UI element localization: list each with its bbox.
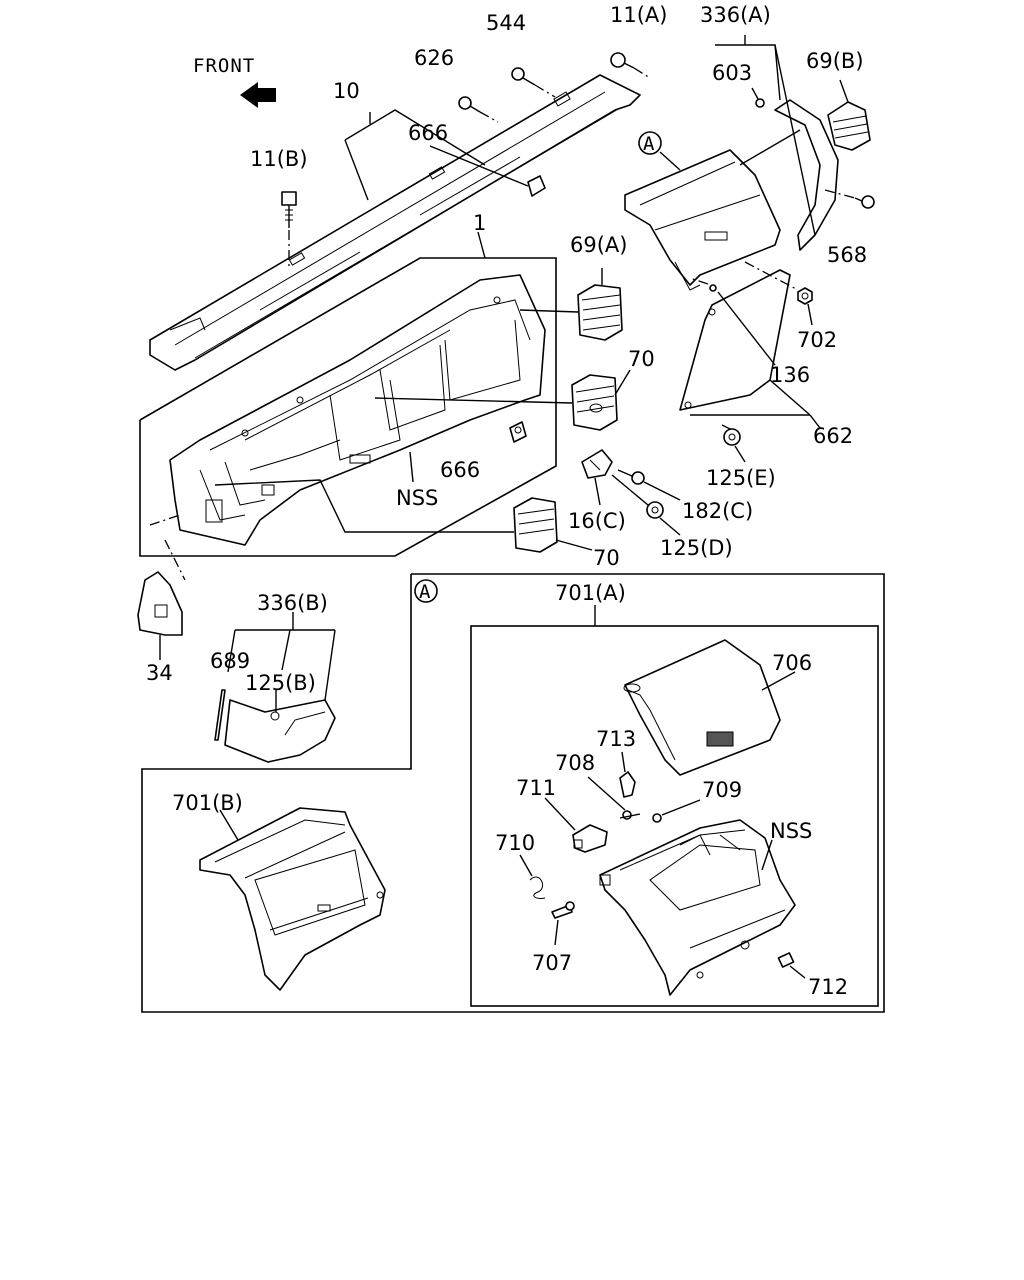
label-125d: 125(D) [660, 536, 733, 560]
glove-box-callout-part [624, 149, 781, 291]
label-709: 709 [702, 778, 742, 802]
clip-666-lower-icon [509, 421, 527, 443]
screw-182c-icon [617, 469, 645, 485]
callout-a-detail-boundary [141, 573, 885, 1013]
label-568: 568 [827, 243, 867, 267]
label-34: 34 [146, 661, 173, 685]
label-136: 136 [770, 363, 810, 387]
label-nss-dash: NSS [396, 486, 438, 510]
label-1: 1 [473, 211, 486, 235]
label-nss-glovebox: NSS [770, 819, 812, 843]
label-11a: 11(A) [610, 3, 667, 27]
spring-710-icon [529, 876, 546, 899]
front-label: FRONT [193, 55, 255, 77]
label-336a: 336(A) [700, 3, 771, 27]
screw-708-icon [619, 810, 641, 820]
side-panel-336a-part [774, 99, 839, 251]
screw-626-icon [458, 96, 481, 113]
glove-box-body-nss-part [599, 819, 796, 996]
label-711: 711 [516, 776, 556, 800]
strip-689-part [214, 689, 226, 741]
screw-568-icon [854, 195, 875, 209]
label-182c: 182(C) [682, 499, 753, 523]
nut-702-icon [797, 287, 813, 305]
lower-cover-336b-part [224, 699, 336, 763]
label-603: 603 [712, 61, 752, 85]
svg-text:A: A [419, 581, 431, 603]
side-cap-34-part [137, 571, 183, 636]
label-689: 689 [210, 649, 250, 673]
actuator-711-part [572, 824, 608, 853]
fastener-125e-icon [723, 428, 741, 446]
label-125b: 125(B) [245, 671, 316, 695]
dashboard-assembly-boundary [139, 257, 557, 557]
label-708: 708 [555, 751, 595, 775]
pin-707-icon [551, 901, 575, 919]
clip-666-top-icon [527, 175, 546, 197]
glove-box-701b-part [199, 807, 386, 991]
bracket-16c-part [581, 449, 613, 479]
clip-136-icon [709, 284, 717, 292]
label-666-lower: 666 [440, 458, 480, 482]
clip-603-icon [755, 98, 765, 108]
glove-box-701a-boundary [470, 625, 879, 1007]
label-662: 662 [813, 424, 853, 448]
label-544: 544 [486, 11, 526, 35]
vent-69a-part [577, 284, 623, 341]
vent-70-lower-part [513, 497, 558, 553]
label-125e: 125(E) [706, 466, 776, 490]
label-16c: 16(C) [568, 509, 626, 533]
label-702: 702 [797, 328, 837, 352]
label-701a: 701(A) [555, 581, 626, 605]
label-69b: 69(B) [806, 49, 864, 73]
callout-a-marker-top [638, 131, 662, 155]
label-70-lower: 70 [593, 546, 620, 570]
latch-713-part [619, 771, 636, 798]
screw-709-icon [652, 813, 662, 823]
label-707: 707 [532, 951, 572, 975]
bolt-11a-icon [610, 52, 635, 69]
label-666-top: 666 [408, 121, 448, 145]
screw-544-icon [511, 67, 536, 86]
bolt-11b-icon [281, 191, 297, 228]
label-11b: 11(B) [250, 147, 308, 171]
label-69a: 69(A) [570, 233, 627, 257]
callout-a-marker-detail [414, 579, 438, 603]
label-712: 712 [808, 975, 848, 999]
vent-69b-part [827, 101, 871, 151]
pin-712-icon [777, 952, 795, 968]
label-710: 710 [495, 831, 535, 855]
label-626: 626 [414, 46, 454, 70]
fastener-125d-icon [646, 501, 664, 519]
lid-706-part [623, 639, 781, 776]
label-70-upper: 70 [628, 347, 655, 371]
front-arrow-icon [240, 82, 276, 108]
label-713: 713 [596, 727, 636, 751]
label-336b: 336(B) [257, 591, 328, 615]
label-701b: 701(B) [172, 791, 243, 815]
top-pad-part [149, 74, 641, 371]
svg-text:A: A [643, 133, 655, 155]
label-10: 10 [333, 79, 360, 103]
instrument-panel-part [169, 274, 546, 546]
vent-70-upper-part [571, 374, 618, 431]
label-706: 706 [772, 651, 812, 675]
lower-panel-662-part [679, 269, 791, 411]
